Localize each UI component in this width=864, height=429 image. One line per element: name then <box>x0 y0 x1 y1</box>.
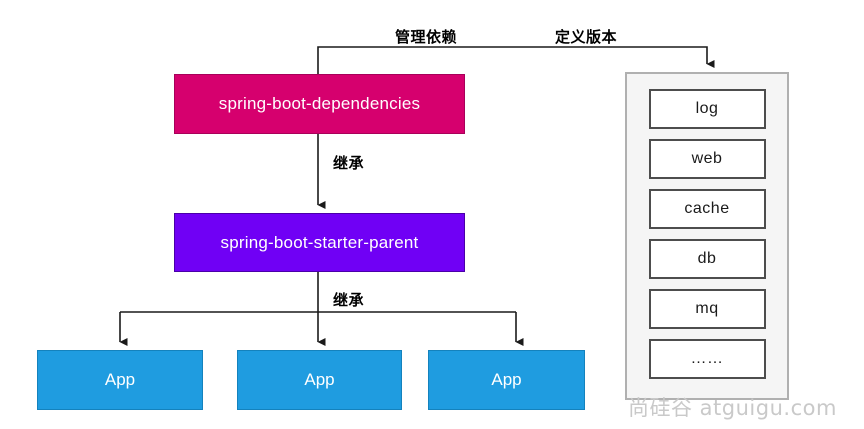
edge-label-define-versions: 定义版本 <box>555 29 618 46</box>
connector-top-bus <box>317 46 715 74</box>
starter-item-db[interactable]: db <box>648 239 766 279</box>
watermark: 尚硅谷 atguigu.com <box>628 396 837 420</box>
node-app-1[interactable]: App <box>37 350 203 410</box>
starter-item-web[interactable]: web <box>648 139 766 179</box>
connector-parent-to-apps <box>119 272 524 346</box>
starter-item-mq[interactable]: mq <box>648 289 766 329</box>
edge-label-inherit-upper: 继承 <box>333 155 365 172</box>
starter-item-cache[interactable]: cache <box>648 189 766 229</box>
node-app-3[interactable]: App <box>428 350 585 410</box>
starter-item-more[interactable]: …… <box>648 339 766 379</box>
node-spring-boot-starter-parent[interactable]: spring-boot-starter-parent <box>174 213 465 272</box>
starter-modules-panel: log web cache db mq …… <box>625 72 789 400</box>
edge-label-inherit-lower: 继承 <box>333 292 365 309</box>
node-spring-boot-dependencies[interactable]: spring-boot-dependencies <box>174 74 465 134</box>
starter-item-log[interactable]: log <box>648 89 766 129</box>
edge-label-manage-dependencies: 管理依赖 <box>395 29 458 46</box>
node-app-2[interactable]: App <box>237 350 402 410</box>
